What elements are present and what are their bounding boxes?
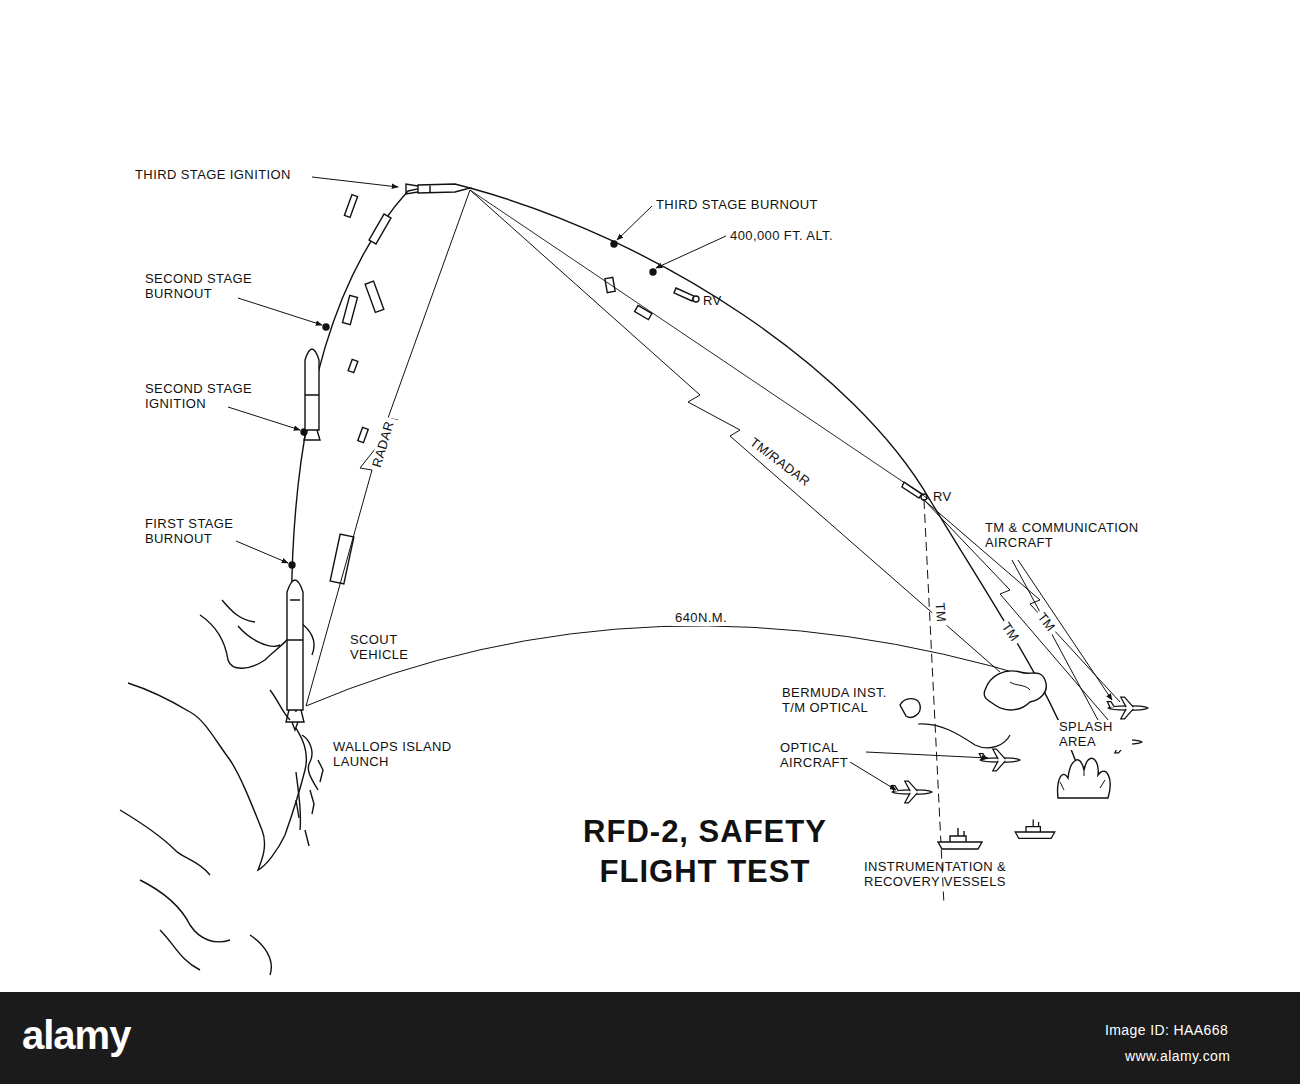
event-label: THIRD STAGE IGNITION xyxy=(135,168,291,183)
link-label: RADAR xyxy=(369,416,398,472)
link-label: TM/RADAR xyxy=(745,433,816,491)
rv-label: RV xyxy=(933,490,952,505)
vessel-label: INSTRUMENTATION & RECOVERY VESSELS xyxy=(843,860,1028,890)
link-label: TM xyxy=(997,617,1024,647)
watermark-logo: alamy xyxy=(22,1012,130,1058)
distance-label: 640N.M. xyxy=(672,611,730,626)
event-label: SECOND STAGE IGNITION xyxy=(145,382,263,412)
vehicle-label: SCOUT VEHICLE xyxy=(350,633,432,663)
rv-label: RV xyxy=(703,294,722,309)
event-label: SECOND STAGE BURNOUT xyxy=(145,272,263,302)
diagram-title: RFD-2, SAFETY FLIGHT TEST xyxy=(540,812,870,893)
aircraft-label: OPTICAL AIRCRAFT xyxy=(780,741,870,771)
station-label: BERMUDA INST. T/M OPTICAL xyxy=(782,686,912,716)
watermark-id: Image ID: HAA668 xyxy=(1105,1022,1228,1038)
aircraft-label: TM & COMMUNICATION AIRCRAFT xyxy=(985,521,1165,551)
event-label: 400,000 FT. ALT. xyxy=(730,229,833,244)
site-label: WALLOPS ISLAND LAUNCH xyxy=(333,740,473,770)
watermark-url: www.alamy.com xyxy=(1125,1048,1230,1064)
event-label: FIRST STAGE BURNOUT xyxy=(145,517,245,547)
link-label: TM xyxy=(932,599,949,626)
event-label: THIRD STAGE BURNOUT xyxy=(656,198,818,213)
area-label: SPLASH AREA xyxy=(1056,720,1132,750)
